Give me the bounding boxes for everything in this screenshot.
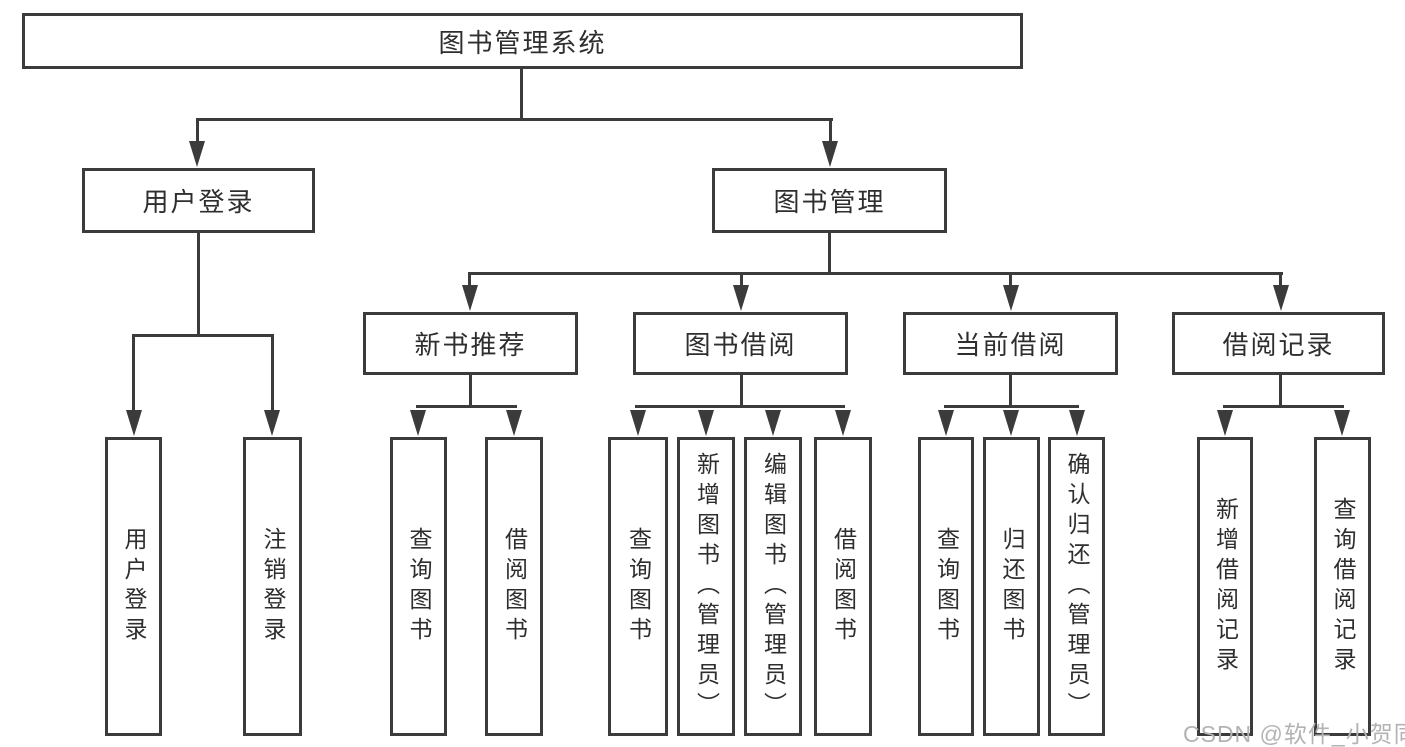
arrow-down-icon <box>189 141 205 167</box>
connector-drop-user-login <box>196 118 199 142</box>
leaf-edit-book-admin: 编辑图书（管理员） <box>744 437 802 736</box>
leaf-query-book-borrow-label: 查询图书 <box>625 526 652 647</box>
leaf-add-borrow-record-label: 新增借阅记录 <box>1212 496 1239 677</box>
leaf-borrow-book-label: 借阅图书 <box>830 526 857 647</box>
node-new-book-recommend-label: 新书推荐 <box>414 330 527 360</box>
connector-drop-book-borrow <box>740 272 743 286</box>
arrow-down-icon <box>822 141 838 167</box>
node-root: 图书管理系统 <box>22 13 1023 69</box>
arrow-down-icon <box>1003 285 1019 311</box>
node-root-label: 图书管理系统 <box>438 27 607 58</box>
arrow-down-icon <box>506 410 522 436</box>
connector-user-login-splitter <box>132 334 274 337</box>
node-borrow-record-label: 借阅记录 <box>1222 330 1335 360</box>
connector-drop-leaf-logout <box>271 334 274 410</box>
arrow-down-icon <box>410 410 426 436</box>
leaf-borrow-book: 借阅图书 <box>814 437 872 736</box>
leaf-borrow-book-recommend: 借阅图书 <box>485 437 543 736</box>
arrow-down-icon <box>1217 410 1233 436</box>
leaf-query-book-borrow: 查询图书 <box>608 437 668 736</box>
connector-new-book-splitter <box>416 405 517 408</box>
node-book-management-label: 图书管理 <box>773 187 886 217</box>
arrow-down-icon <box>1003 410 1019 436</box>
arrow-down-icon <box>938 410 954 436</box>
node-current-borrow: 当前借阅 <box>903 312 1118 375</box>
leaf-query-book-recommend: 查询图书 <box>390 437 447 736</box>
arrow-down-icon <box>698 410 714 436</box>
connector-drop-borrow-record <box>1279 272 1282 286</box>
leaf-query-borrow-record: 查询借阅记录 <box>1314 437 1371 736</box>
leaf-user-login: 用户登录 <box>105 437 162 736</box>
connector-book-borrow-splitter <box>635 405 845 408</box>
leaf-query-book-current-label: 查询图书 <box>933 526 960 647</box>
leaf-confirm-return-admin-label: 确认归还（管理员） <box>1064 451 1090 722</box>
node-user-login: 用户登录 <box>82 168 315 233</box>
node-user-login-label: 用户登录 <box>142 187 255 217</box>
leaf-query-book-current: 查询图书 <box>918 437 974 736</box>
leaf-logout-label: 注销登录 <box>260 526 286 647</box>
connector-borrow-record-stem <box>1279 375 1282 408</box>
connector-drop-current-borrow <box>1009 272 1012 286</box>
node-book-borrow: 图书借阅 <box>633 312 848 375</box>
arrow-down-icon <box>765 410 781 436</box>
arrow-down-icon <box>264 410 280 436</box>
leaf-user-login-label: 用户登录 <box>121 526 147 647</box>
arrow-down-icon <box>1069 410 1085 436</box>
csdn-watermark: CSDN @软件_小贺同学 <box>1183 721 1405 747</box>
connector-book-management-stem <box>828 233 831 275</box>
connector-level1-horizontal <box>196 118 833 121</box>
connector-drop-leaf-login <box>132 334 135 410</box>
connector-level3-horizontal <box>469 272 1283 275</box>
node-new-book-recommend: 新书推荐 <box>363 312 578 375</box>
leaf-confirm-return-admin: 确认归还（管理员） <box>1048 437 1105 736</box>
leaf-logout: 注销登录 <box>243 437 302 736</box>
leaf-query-book-recommend-label: 查询图书 <box>406 526 432 647</box>
arrow-down-icon <box>126 410 142 436</box>
node-book-borrow-label: 图书借阅 <box>684 330 797 360</box>
leaf-return-book-label: 归还图书 <box>999 526 1025 647</box>
leaf-add-book-admin: 新增图书（管理员） <box>677 437 735 736</box>
leaf-return-book: 归还图书 <box>983 437 1040 736</box>
arrow-down-icon <box>1334 410 1350 436</box>
arrow-down-icon <box>1273 285 1289 311</box>
connector-new-book-stem <box>469 375 472 408</box>
connector-drop-book-management <box>829 118 832 142</box>
node-book-management: 图书管理 <box>712 168 947 233</box>
node-borrow-record: 借阅记录 <box>1172 312 1385 375</box>
connector-current-borrow-stem <box>1009 375 1012 408</box>
connector-borrow-record-splitter <box>1223 405 1344 408</box>
arrow-down-icon <box>733 285 749 311</box>
arrow-down-icon <box>835 410 851 436</box>
connector-current-borrow-splitter <box>944 405 1079 408</box>
leaf-edit-book-admin-label: 编辑图书（管理员） <box>760 451 787 722</box>
leaf-query-borrow-record-label: 查询借阅记录 <box>1330 496 1356 677</box>
leaf-add-book-admin-label: 新增图书（管理员） <box>693 451 720 722</box>
leaf-borrow-book-recommend-label: 借阅图书 <box>501 526 528 647</box>
connector-user-login-stem <box>197 233 200 337</box>
connector-book-borrow-stem <box>740 375 743 408</box>
node-current-borrow-label: 当前借阅 <box>954 330 1067 360</box>
connector-drop-new-book <box>468 272 471 286</box>
connector-root-stem <box>520 67 523 121</box>
arrow-down-icon <box>462 285 478 311</box>
leaf-add-borrow-record: 新增借阅记录 <box>1197 437 1253 736</box>
arrow-down-icon <box>630 410 646 436</box>
